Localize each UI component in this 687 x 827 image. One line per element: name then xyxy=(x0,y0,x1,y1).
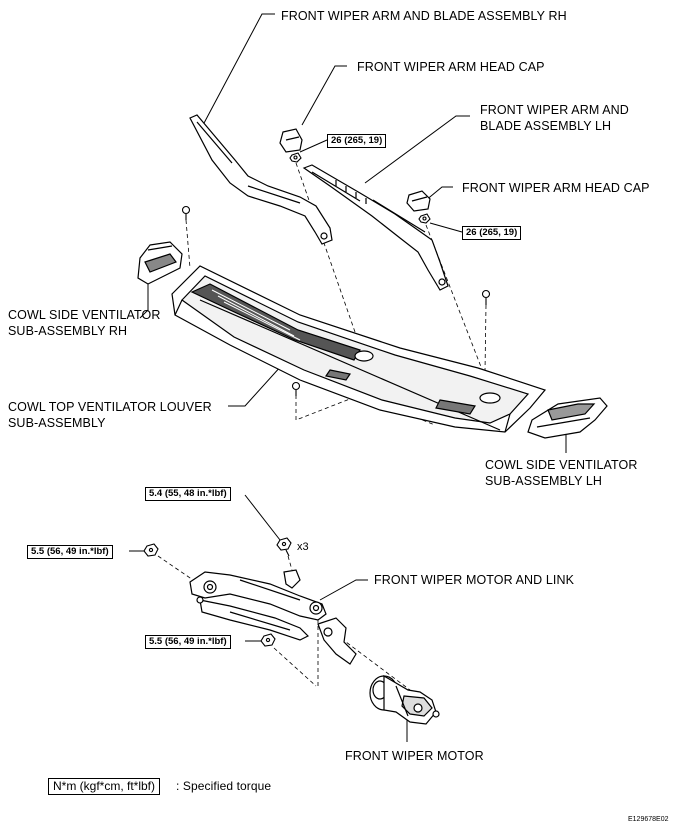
label-cowl-top-line1: COWL TOP VENTILATOR LOUVER xyxy=(8,400,212,414)
clip-bottom xyxy=(291,381,301,396)
leader-torque-cap-1 xyxy=(299,139,328,153)
label-motor-link: FRONT WIPER MOTOR AND LINK xyxy=(374,573,575,587)
label-motor: FRONT WIPER MOTOR xyxy=(345,749,484,763)
head-cap-rh xyxy=(279,128,303,153)
leader-wiper-arm-rh xyxy=(202,13,275,126)
label-cowl-side-lh-line2: SUB-ASSEMBLY LH xyxy=(485,474,603,488)
leader-head-cap-1 xyxy=(301,65,347,126)
clip-left xyxy=(181,205,191,220)
label-wiper-arm-rh: FRONT WIPER ARM AND BLADE ASSEMBLY RH xyxy=(281,9,567,23)
leader-wiper-arm-lh xyxy=(364,115,470,184)
label-wiper-arm-lh-line2: BLADE ASSEMBLY LH xyxy=(480,119,612,133)
dash-bolt-top xyxy=(287,555,293,571)
leader-torque-bolt-top xyxy=(244,494,281,541)
cap-nut-lh xyxy=(418,213,431,224)
leader-motor-link xyxy=(319,579,368,601)
leader-cowl-top xyxy=(228,364,283,407)
dash-bolt-left xyxy=(157,555,197,583)
bolt-bottom xyxy=(260,633,276,647)
torque-bolt-bottom: 5.5 (56, 49 in.*lbf) xyxy=(145,635,231,649)
torque-cap-nut-2: 26 (265, 19) xyxy=(462,226,522,240)
quantity-label: x3 xyxy=(297,541,309,553)
torque-cap-nut-1: 26 (265, 19) xyxy=(327,134,387,148)
label-wiper-arm-lh-line1: FRONT WIPER ARM AND xyxy=(480,103,629,117)
wiper-motor-and-link xyxy=(189,569,357,665)
wiper-motor xyxy=(369,674,440,725)
legend-text: : Specified torque xyxy=(176,779,272,793)
wiper-arm-rh xyxy=(189,114,333,245)
figure-code: E129678E02 xyxy=(628,816,669,823)
head-cap-lh xyxy=(406,190,431,212)
leader-torque-cap-2 xyxy=(429,222,463,233)
torque-bolt-top: 5.4 (55, 48 in.*lbf) xyxy=(145,487,231,501)
dash-cap-1 xyxy=(295,162,363,353)
label-cowl-top-line2: SUB-ASSEMBLY xyxy=(8,416,106,430)
dash-bolt-bottom xyxy=(273,647,317,687)
cap-nut-rh xyxy=(289,152,302,163)
cowl-top-ventilator-louver xyxy=(171,265,547,433)
dash-clip-right xyxy=(484,304,487,373)
cowl-side-ventilator-lh xyxy=(527,397,608,439)
legend-unit-box: N*m (kgf*cm, ft*lbf) xyxy=(48,778,161,795)
label-cowl-side-lh-line1: COWL SIDE VENTILATOR xyxy=(485,458,638,472)
dash-clip-left xyxy=(185,219,191,269)
cowl-side-ventilator-rh xyxy=(137,241,183,285)
bolt-left xyxy=(143,543,159,557)
clip-right xyxy=(481,289,491,305)
bolt-top xyxy=(276,537,292,557)
torque-bolt-left: 5.5 (56, 49 in.*lbf) xyxy=(27,545,113,559)
label-cowl-side-rh-line2: SUB-ASSEMBLY RH xyxy=(8,324,128,338)
label-head-cap-2: FRONT WIPER ARM HEAD CAP xyxy=(462,181,650,195)
leader-head-cap-2 xyxy=(424,186,453,202)
label-cowl-side-rh-line1: COWL SIDE VENTILATOR xyxy=(8,308,161,322)
label-head-cap-1: FRONT WIPER ARM HEAD CAP xyxy=(357,60,545,74)
wiper-arm-lh xyxy=(302,164,449,291)
